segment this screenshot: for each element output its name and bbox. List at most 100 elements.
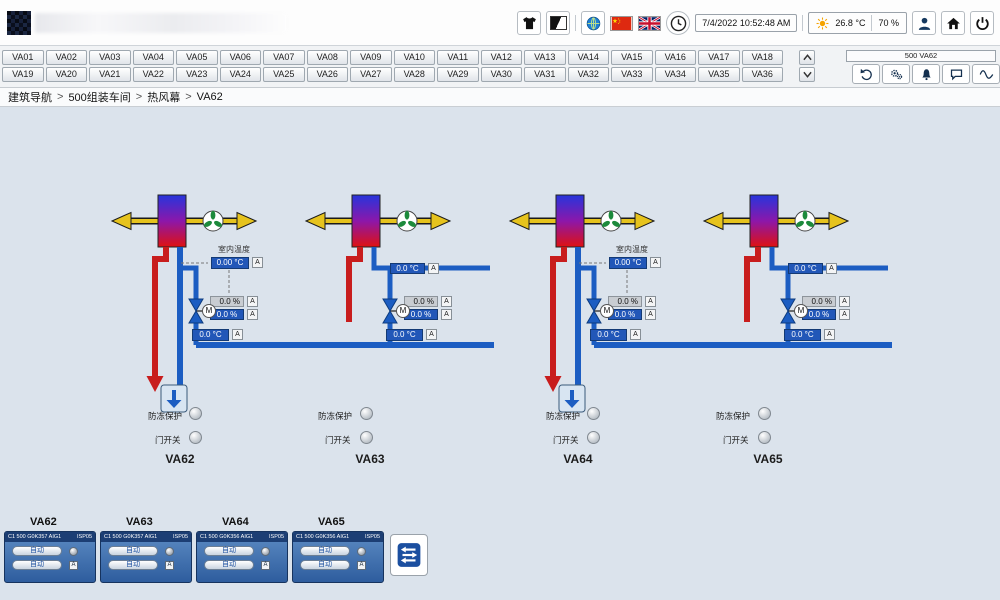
auto-badge[interactable]: A [357,560,366,570]
tab-VA13[interactable]: VA13 [524,50,566,65]
theme-button[interactable] [517,11,542,35]
user-icon [918,17,930,30]
tab-VA17[interactable]: VA17 [698,50,740,65]
tab-VA03[interactable]: VA03 [89,50,131,65]
tab-VA08[interactable]: VA08 [306,50,348,65]
auto-badge[interactable]: A [441,296,452,307]
outdoor-humidity: 70 % [878,18,899,28]
auto-mode-button[interactable]: 自动 [12,546,62,556]
tab-VA27[interactable]: VA27 [350,67,392,82]
tab-VA24[interactable]: VA24 [219,67,261,82]
tabs-scroll-up-button[interactable] [799,50,815,65]
clock-button[interactable] [666,11,691,35]
tab-VA23[interactable]: VA23 [176,67,218,82]
tab-VA28[interactable]: VA28 [393,67,435,82]
breadcrumb-heat-curtain[interactable]: 热风幕 [147,92,181,104]
auto-mode-button[interactable]: 自动 [204,546,254,556]
tab-VA29[interactable]: VA29 [437,67,479,82]
auto-badge[interactable]: A [824,329,835,340]
tab-VA11[interactable]: VA11 [437,50,479,65]
tab-VA02[interactable]: VA02 [45,50,87,65]
tab-VA20[interactable]: VA20 [45,67,87,82]
tab-VA04[interactable]: VA04 [132,50,174,65]
tab-VA26[interactable]: VA26 [306,67,348,82]
transfer-page-button[interactable] [390,534,428,576]
outdoor-temperature: 26.8 °C [835,18,866,28]
status-lamp [261,546,270,556]
auto-badge[interactable]: A [247,309,258,320]
breadcrumb-current-unit[interactable]: VA62 [196,91,223,103]
user-button[interactable] [912,11,936,35]
breadcrumb-building-nav[interactable]: 建筑导航 [8,92,52,104]
tab-VA05[interactable]: VA05 [176,50,218,65]
tab-VA31[interactable]: VA31 [524,67,566,82]
language-globe-button[interactable] [581,11,606,35]
tab-VA25[interactable]: VA25 [263,67,305,82]
tab-VA36[interactable]: VA36 [741,67,783,82]
weather-display: 26.8 °C 70 % [808,12,907,34]
auto-badge[interactable]: A [232,329,243,340]
auto-badge[interactable]: A [441,309,452,320]
auto-badge[interactable]: A [247,296,258,307]
tab-VA22[interactable]: VA22 [132,67,174,82]
freeze-protection-lamp [189,407,202,420]
alarm-button[interactable] [912,64,940,84]
auto-mode-button[interactable]: 自动 [12,560,62,570]
current-page-label: 500 VA62 [846,50,996,62]
tabs-scroll-down-button[interactable] [799,67,815,82]
messages-button[interactable] [942,64,970,84]
auto-badge[interactable]: A [839,296,850,307]
tab-VA35[interactable]: VA35 [698,67,740,82]
auto-badge[interactable]: A [650,257,661,268]
undo-button[interactable] [852,64,880,84]
tab-VA06[interactable]: VA06 [219,50,261,65]
gears-icon [890,69,902,79]
auto-mode-button[interactable]: 自动 [300,560,350,570]
auto-mode-button[interactable]: 自动 [300,546,350,556]
door-switch-label: 门开关 [155,435,181,445]
breadcrumb-workshop[interactable]: 500组装车间 [68,92,131,104]
auto-badge[interactable]: A [645,309,656,320]
tab-VA19[interactable]: VA19 [2,67,44,82]
tab-VA01[interactable]: VA01 [2,50,44,65]
auto-badge[interactable]: A [839,309,850,320]
tab-VA33[interactable]: VA33 [611,67,653,82]
auto-badge[interactable]: A [630,329,641,340]
auto-mode-button[interactable]: 自动 [204,560,254,570]
auto-badge[interactable]: A [261,560,270,570]
tab-VA16[interactable]: VA16 [654,50,696,65]
tab-VA10[interactable]: VA10 [393,50,435,65]
contrast-button[interactable] [546,11,571,35]
auto-badge[interactable]: A [426,329,437,340]
panel-name: VA64 [222,516,249,528]
tab-VA15[interactable]: VA15 [611,50,653,65]
auto-badge[interactable]: A [165,560,174,570]
home-button[interactable] [941,11,965,35]
tab-VA21[interactable]: VA21 [89,67,131,82]
status-lamp [69,546,78,556]
auto-badge[interactable]: A [252,257,263,268]
tab-VA12[interactable]: VA12 [480,50,522,65]
power-button[interactable] [970,11,994,35]
indoor-temp-value: 0.00 °C [609,257,647,269]
auto-badge[interactable]: A [645,296,656,307]
tab-VA09[interactable]: VA09 [350,50,392,65]
tab-VA18[interactable]: VA18 [741,50,783,65]
tab-VA14[interactable]: VA14 [567,50,609,65]
tab-VA07[interactable]: VA07 [263,50,305,65]
indoor-temp-value: 0.00 °C [211,257,249,269]
uk-flag-button[interactable] [638,15,662,31]
settings-button[interactable] [882,64,910,84]
auto-badge[interactable]: A [428,263,439,274]
tab-VA30[interactable]: VA30 [480,67,522,82]
auto-mode-button[interactable]: 自动 [108,560,158,570]
auto-badge[interactable]: A [69,560,78,570]
tab-VA32[interactable]: VA32 [567,67,609,82]
panel-name: VA65 [318,516,345,528]
tab-VA34[interactable]: VA34 [654,67,696,82]
china-flag-button[interactable] [610,15,634,31]
auto-badge[interactable]: A [826,263,837,274]
auto-mode-button[interactable]: 自动 [108,546,158,556]
trend-button[interactable] [972,64,1000,84]
